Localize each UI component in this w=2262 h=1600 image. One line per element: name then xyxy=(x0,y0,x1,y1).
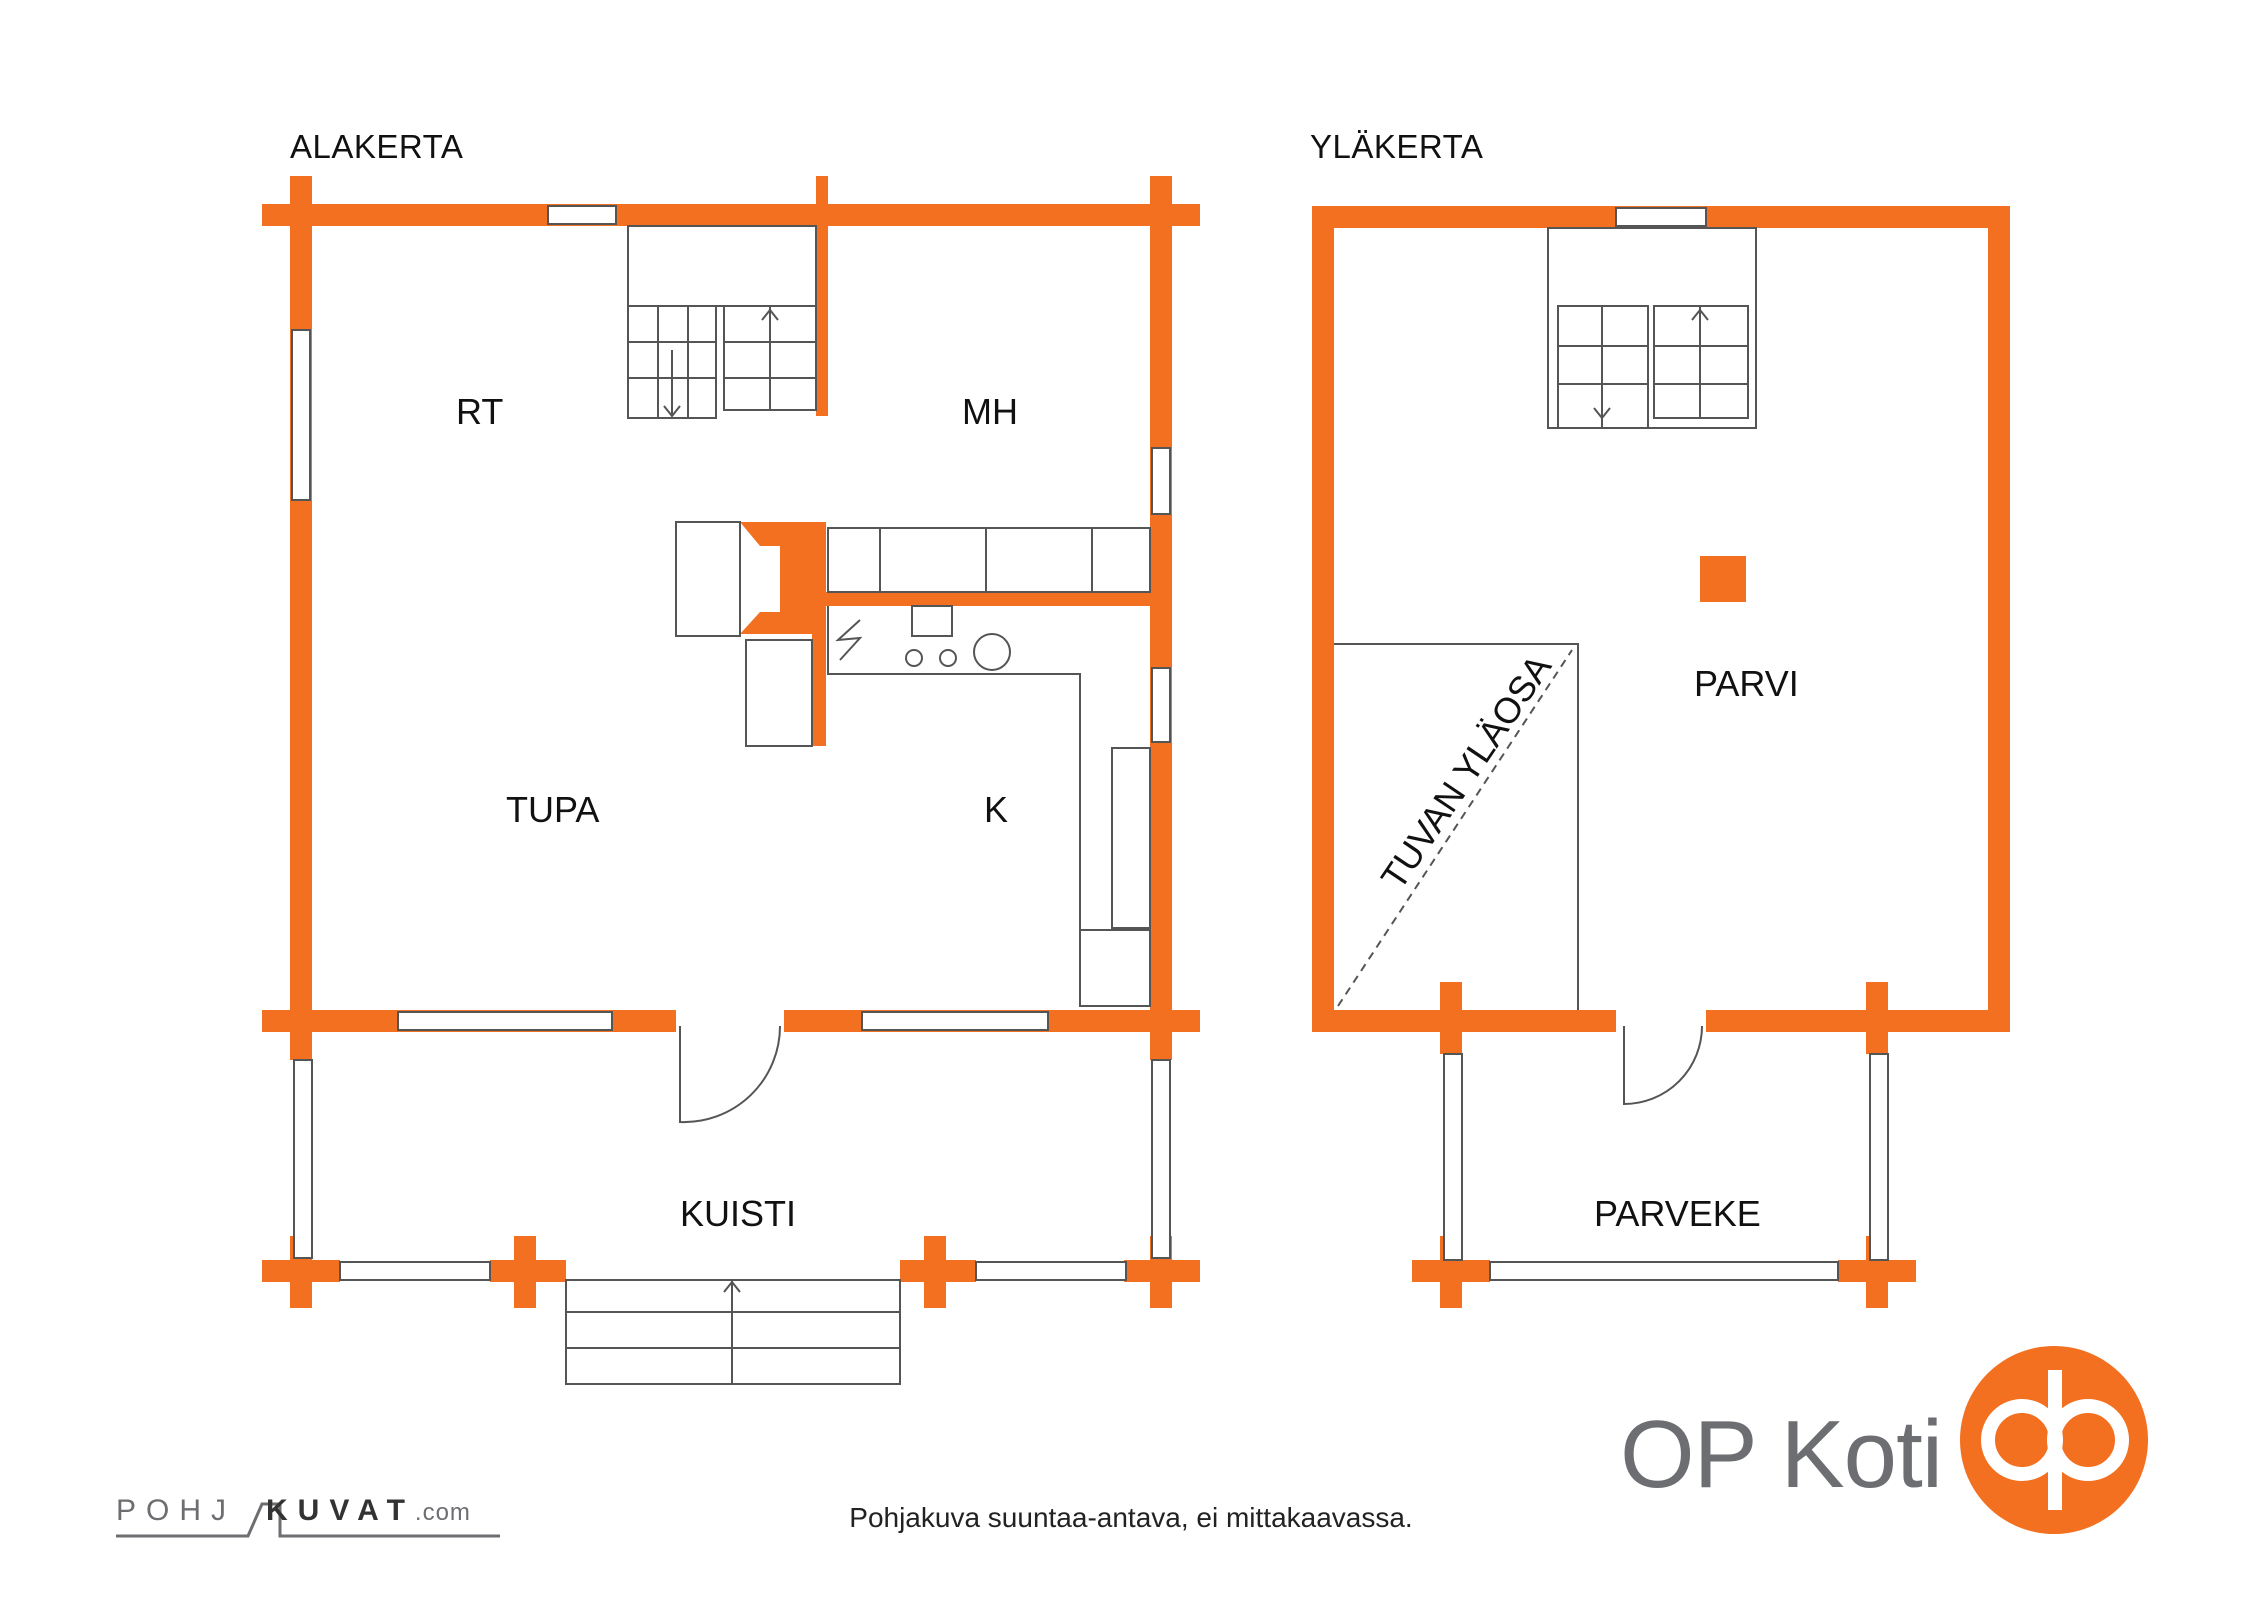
lower-floor-windows xyxy=(291,205,1171,1281)
lower-floor-fixtures xyxy=(565,225,1151,1385)
op-logo-icon xyxy=(1960,1346,2148,1534)
room-labels: RT MH TUPA K KUISTI PARVI PARVEKE TUVAN … xyxy=(456,391,1799,1234)
room-label-parvi: PARVI xyxy=(1694,663,1799,704)
pohjakuvat-logo: POHJ KUVAT.com xyxy=(116,1494,471,1528)
room-label-rt: RT xyxy=(456,391,503,432)
room-label-tupa: TUPA xyxy=(506,789,599,830)
upper-floor-fixtures xyxy=(1334,227,1757,1106)
pohjakuvat-part2: KUVAT xyxy=(266,1494,415,1527)
room-label-kuisti: KUISTI xyxy=(680,1193,796,1234)
upper-floor-windows xyxy=(1443,207,1889,1281)
upper-floor-walls xyxy=(1312,206,2010,1308)
room-label-tuvan-ylaosa: TUVAN YLÄOSA xyxy=(1373,647,1560,896)
disclaimer-text: Pohjakuva suuntaa-antava, ei mittakaavas… xyxy=(849,1502,1413,1533)
op-koti-brand: OP Koti xyxy=(1620,1401,1943,1508)
room-label-parveke: PARVEKE xyxy=(1594,1193,1761,1234)
room-label-k: K xyxy=(984,789,1008,830)
pohjakuvat-part1: POHJ xyxy=(116,1494,237,1527)
upper-floor-title: YLÄKERTA xyxy=(1310,128,1484,165)
lower-floor-title: ALAKERTA xyxy=(290,128,464,165)
pohjakuvat-part3: .com xyxy=(414,1499,471,1526)
lower-floor-walls xyxy=(262,176,1200,1308)
room-label-mh: MH xyxy=(962,391,1018,432)
pohjakuvat-logo-graphic xyxy=(116,1502,500,1538)
